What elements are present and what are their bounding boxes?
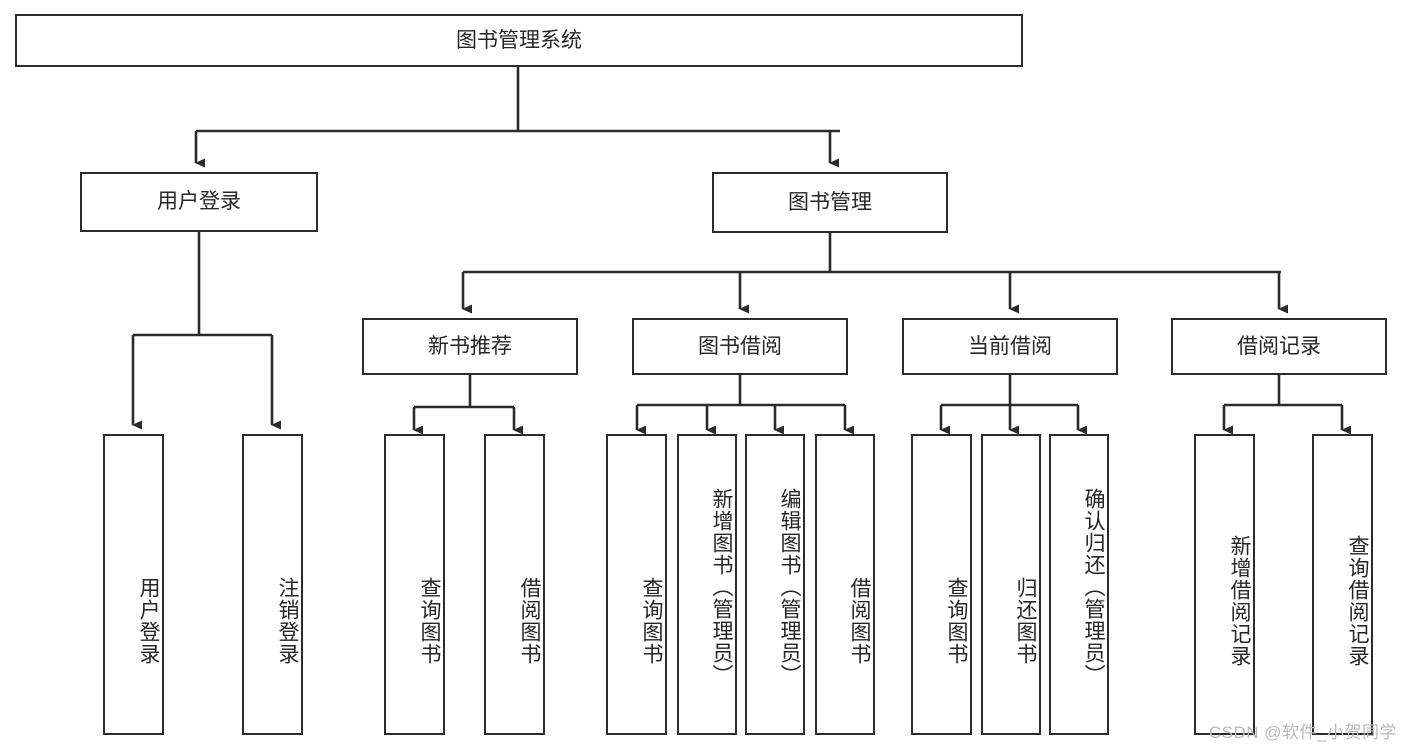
node-label: 新书推荐 (428, 334, 512, 358)
leaf-borrow-book-recommend[interactable]: 借阅图书 (484, 434, 545, 735)
leaf-edit-book-admin[interactable]: 编辑图书（管理员） (745, 434, 805, 735)
node-label: 新增图书（管理员） (710, 487, 733, 686)
leaf-confirm-return-admin[interactable]: 确认归还（管理员） (1049, 434, 1109, 735)
leaf-query-book-recommend[interactable]: 查询图书 (384, 434, 445, 735)
csdn-watermark: CSDN @软件_小贺同学 (1208, 723, 1397, 742)
leaf-add-book-admin[interactable]: 新增图书（管理员） (677, 434, 737, 735)
node-label: 借阅图书 (518, 576, 541, 665)
leaf-add-borrow-record[interactable]: 新增借阅记录 (1194, 434, 1255, 735)
node-label: 借阅记录 (1237, 334, 1321, 358)
leaf-user-logout[interactable]: 注销登录 (242, 434, 303, 735)
node-book-management[interactable]: 图书管理 (712, 172, 948, 233)
leaf-query-borrow-record[interactable]: 查询借阅记录 (1312, 434, 1373, 735)
node-label: 借阅图书 (848, 576, 871, 665)
node-label: 用户登录 (137, 576, 160, 665)
node-label: 查询图书 (418, 576, 441, 665)
node-label: 当前借阅 (968, 334, 1052, 358)
node-root-system[interactable]: 图书管理系统 (15, 14, 1023, 67)
leaf-query-book-borrow[interactable]: 查询图书 (606, 434, 667, 735)
node-label: 确认归还（管理员） (1082, 487, 1105, 686)
node-label: 新增借阅记录 (1228, 534, 1251, 667)
leaf-query-book-current[interactable]: 查询图书 (911, 434, 972, 735)
node-label: 查询借阅记录 (1346, 534, 1369, 667)
node-user-login[interactable]: 用户登录 (80, 172, 318, 232)
node-current-borrow[interactable]: 当前借阅 (902, 318, 1118, 375)
node-label: 图书管理系统 (456, 28, 582, 52)
node-new-book-recommend[interactable]: 新书推荐 (362, 318, 578, 375)
leaf-user-login[interactable]: 用户登录 (103, 434, 164, 735)
node-label: 查询图书 (640, 576, 663, 665)
node-book-borrow[interactable]: 图书借阅 (632, 318, 848, 375)
node-label: 查询图书 (945, 576, 968, 665)
node-label: 图书管理 (788, 190, 872, 214)
leaf-return-book[interactable]: 归还图书 (981, 434, 1041, 735)
node-label: 归还图书 (1014, 576, 1037, 665)
leaf-borrow-book[interactable]: 借阅图书 (815, 434, 875, 735)
node-label: 图书借阅 (698, 334, 782, 358)
node-label: 编辑图书（管理员） (778, 487, 801, 686)
node-label: 注销登录 (276, 576, 299, 665)
node-label: 用户登录 (157, 190, 241, 214)
node-borrow-record[interactable]: 借阅记录 (1171, 318, 1387, 375)
